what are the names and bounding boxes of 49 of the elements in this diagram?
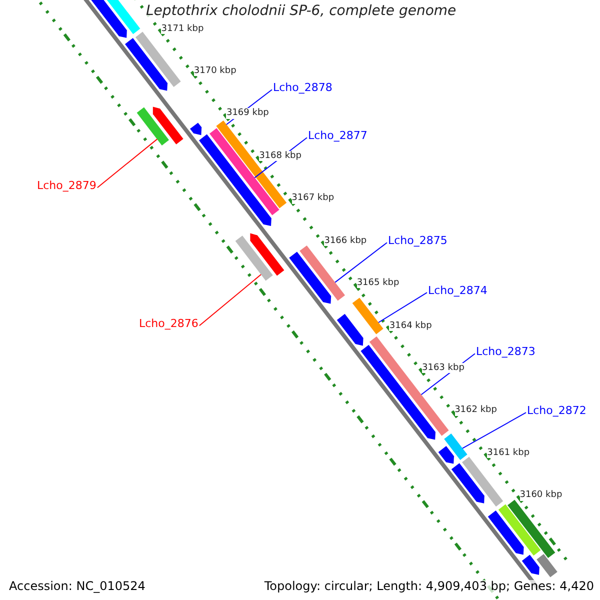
gene-block: [522, 554, 540, 575]
gene-block: [300, 246, 345, 301]
tick-label: 3169 kbp: [226, 108, 269, 119]
tick-label: 3165 kbp: [356, 278, 400, 288]
accession-text: Accession: NC_010524: [9, 580, 146, 594]
gene-label: Lcho_2873: [476, 346, 536, 359]
gene-block: [536, 554, 558, 578]
gene-block: [444, 434, 468, 460]
gene-block: [462, 456, 504, 507]
gene-block: [438, 446, 454, 464]
gene-block: [451, 463, 484, 504]
gene-label: Lcho_2876: [139, 318, 198, 331]
gene-block: [136, 107, 169, 146]
tick-label: 3163 kbp: [422, 362, 464, 374]
gene-label: Lcho_2879: [37, 180, 96, 193]
tick-label: 3171 kbp: [161, 24, 204, 34]
leader-line: [378, 292, 428, 323]
gene-label: Lcho_2874: [428, 285, 488, 298]
gene-block: [125, 38, 168, 91]
gene-block: [235, 236, 273, 281]
tick-label: 3166 kbp: [324, 236, 367, 246]
genome-info-text: Topology: circular; Length: 4,909,403 bp; Genes: 4,420: [264, 580, 594, 594]
tick-label: 3162 kbp: [454, 405, 497, 416]
gene-label: Lcho_2875: [388, 235, 448, 248]
tick-label: 3167 kbp: [292, 193, 334, 204]
tick-label: 3168 kbp: [259, 150, 302, 162]
gene-block: [190, 122, 202, 136]
tick-label: 3160 kbp: [520, 490, 562, 501]
gene-label: Lcho_2872: [527, 405, 586, 418]
gene-block: [250, 233, 284, 276]
gene-block: [152, 106, 184, 144]
tick-label: 3170 kbp: [194, 66, 236, 76]
gene-block: [289, 252, 332, 304]
gene-block: [498, 504, 541, 556]
gene-block: [352, 298, 384, 334]
leader-line: [198, 274, 262, 326]
tick-label: 3164 kbp: [389, 320, 432, 331]
tick-label: 3161 kbp: [487, 448, 530, 458]
gene-block: [136, 32, 181, 87]
gene-block: [369, 336, 449, 436]
title: Leptothrix cholodnii SP-6, complete genome: [146, 3, 456, 20]
gene-block: [216, 120, 287, 208]
gene-label: Lcho_2877: [308, 130, 368, 143]
gene-block: [336, 314, 364, 346]
gene-label: Lcho_2878: [273, 82, 332, 95]
gene-block: [210, 128, 280, 216]
gene-block: [508, 500, 556, 558]
gene-block: [488, 510, 524, 555]
leader-line: [334, 242, 388, 283]
